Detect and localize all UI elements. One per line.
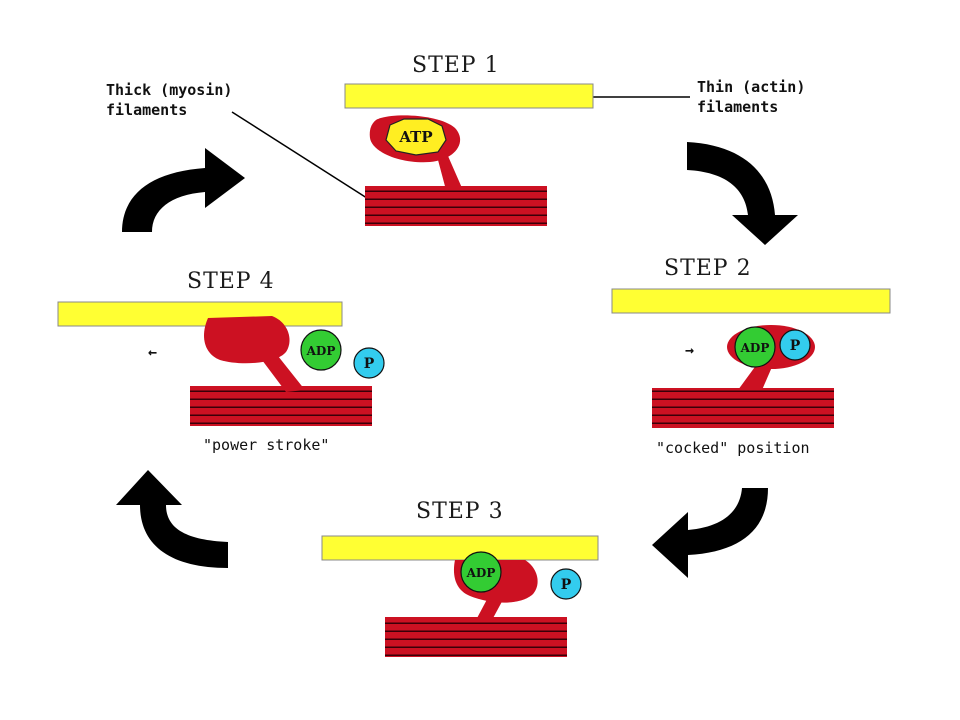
- step-2-adp-label: ADP: [740, 341, 770, 355]
- step-2-phosphate-label: P: [790, 338, 801, 354]
- thick-filament-pointer-line: [231, 111, 371, 201]
- thick-filament-label-line2: filaments: [106, 101, 187, 119]
- step-2-actin-filament: [611, 288, 891, 314]
- step-3: STEP 3 ADP P: [321, 499, 599, 657]
- thin-filament-label-line1: Thin (actin): [697, 78, 805, 96]
- step-2-caption: "cocked" position: [656, 439, 810, 457]
- thin-filament-label-line2: filaments: [697, 98, 778, 116]
- step-4-myosin-neck: [262, 356, 305, 392]
- step-3-phosphate-label: P: [561, 577, 572, 593]
- step-1: STEP 1 ATP: [344, 53, 594, 226]
- step-3-adp-molecule: ADP: [460, 551, 502, 593]
- step-2-direction-arrow: →: [685, 341, 694, 359]
- step-4-phosphate-label: P: [364, 356, 375, 372]
- step-3-actin-filament: [321, 535, 599, 561]
- step-4-actin-filament: [57, 301, 343, 327]
- step-1-atp-label: ATP: [398, 128, 432, 146]
- step-1-title: STEP 1: [412, 53, 500, 78]
- step-4-adp-label: ADP: [306, 344, 336, 358]
- step-2-adp-molecule: ADP: [734, 326, 776, 368]
- step-4-adp-molecule: ADP: [300, 329, 342, 371]
- step-3-title: STEP 3: [416, 499, 504, 524]
- step-2: STEP 2 → ADP P "cocked" position: [611, 256, 891, 457]
- cycle-arrow-step1-to-step2: [687, 142, 798, 245]
- step-4: STEP 4 ← ADP P "power stroke": [57, 269, 385, 454]
- step-2-myosin-thick-filament: [652, 388, 834, 428]
- cycle-arrow-step2-to-step3: [652, 488, 768, 578]
- step-4-myosin-head: [204, 316, 290, 364]
- step-1-actin-filament: [344, 83, 594, 109]
- cycle-arrow-step3-to-step4: [116, 470, 228, 568]
- step-4-phosphate-molecule: P: [353, 347, 385, 379]
- thin-filament-label: Thin (actin) filaments: [585, 78, 805, 116]
- step-3-myosin-thick-filament: [385, 617, 567, 657]
- step-4-title: STEP 4: [187, 269, 275, 294]
- step-3-adp-label: ADP: [466, 566, 496, 580]
- step-2-phosphate-molecule: P: [779, 329, 811, 361]
- step-4-myosin-thick-filament: [190, 386, 372, 426]
- step-2-title: STEP 2: [664, 256, 752, 281]
- step-1-myosin-thick-filament: [365, 186, 547, 226]
- step-4-direction-arrow: ←: [148, 343, 157, 361]
- cycle-arrow-step4-to-step1: [122, 148, 245, 232]
- step-3-phosphate-molecule: P: [550, 568, 582, 600]
- step-1-myosin-neck: [438, 156, 462, 190]
- step-4-caption: "power stroke": [203, 436, 329, 454]
- step-1-atp-molecule: ATP: [385, 118, 447, 156]
- thick-filament-label-line1: Thick (myosin): [106, 81, 232, 99]
- thick-filament-label: Thick (myosin) filaments: [106, 81, 371, 201]
